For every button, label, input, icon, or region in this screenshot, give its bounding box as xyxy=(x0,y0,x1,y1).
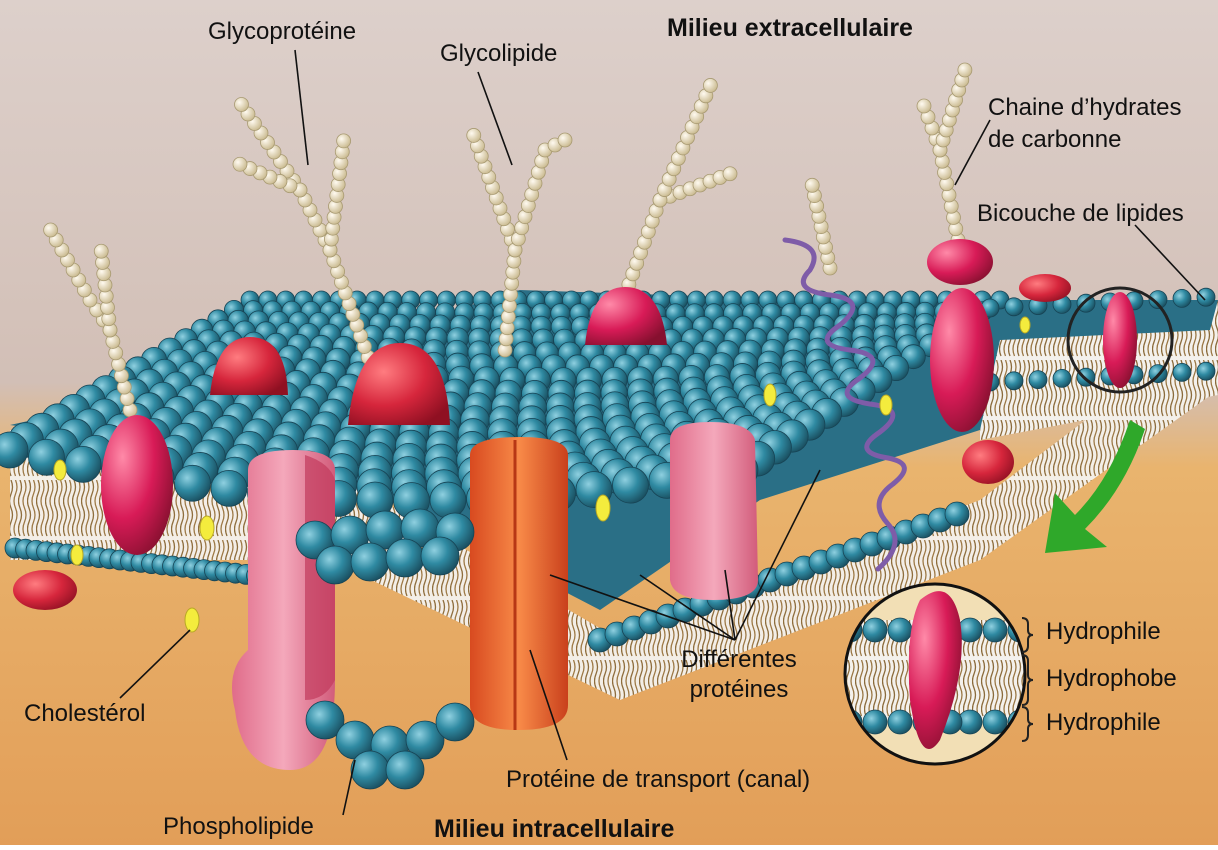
carb-chain-label-2: de carbonne xyxy=(988,126,1121,154)
glycoprotein-label: Glycoprotéine xyxy=(208,18,356,46)
hydrophilic-top-label: Hydrophile xyxy=(1046,618,1161,646)
glycolipid-label: Glycolipide xyxy=(440,40,557,68)
carb-chain-label-1: Chaine d’hydrates xyxy=(988,94,1181,122)
lipid-bilayer-label: Bicouche de lipides xyxy=(977,200,1184,228)
cholesterol-label: Cholestérol xyxy=(24,700,145,728)
phospholipid-label: Phospholipide xyxy=(163,813,314,841)
proteins-label-2: protéines xyxy=(664,676,814,704)
intracellular-label: Milieu intracellulaire xyxy=(434,815,674,843)
hydrophobic-label: Hydrophobe xyxy=(1046,665,1177,693)
proteins-label-1: Différentes xyxy=(664,646,814,674)
extracellular-label: Milieu extracellulaire xyxy=(667,14,913,42)
hydrophilic-bottom-label: Hydrophile xyxy=(1046,709,1161,737)
transport-protein-label: Protéine de transport (canal) xyxy=(506,766,810,794)
